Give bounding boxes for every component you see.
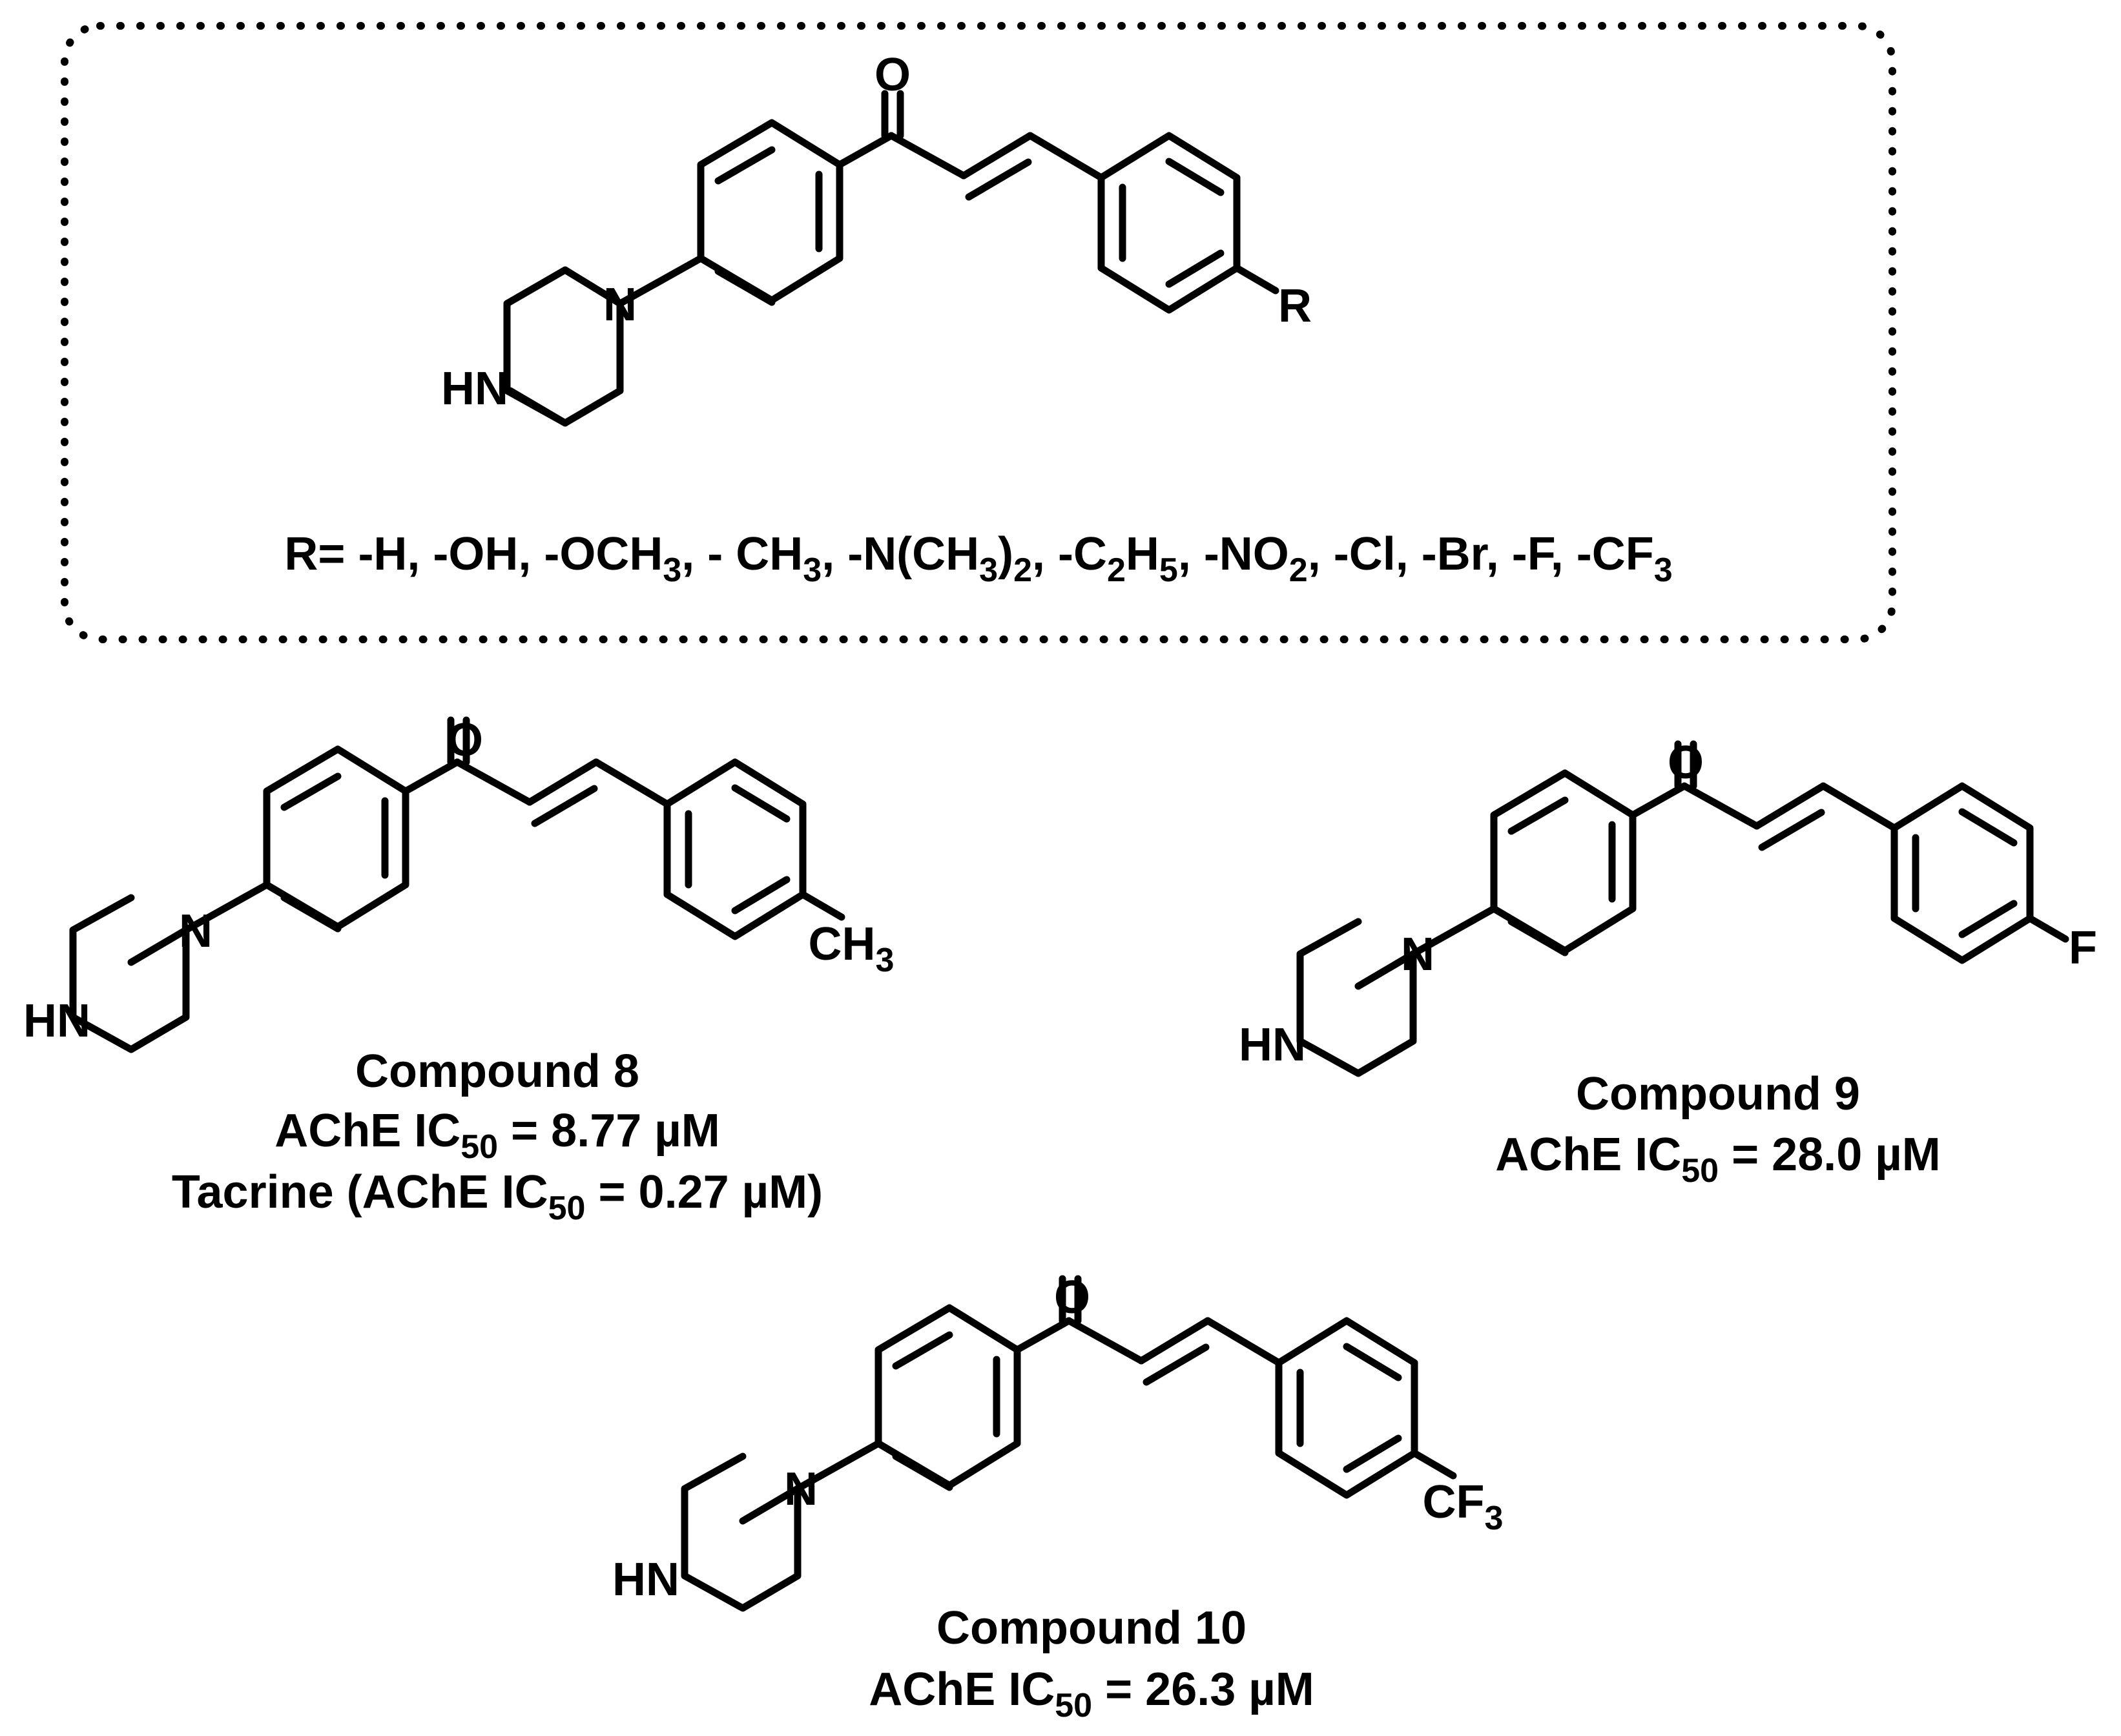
compound-10-activity: AChE IC50 = 26.3 µM bbox=[869, 1664, 1314, 1724]
compound-9-carbonyl-oxygen: O bbox=[1668, 737, 1704, 789]
compound-10-name: Compound 10 bbox=[936, 1602, 1247, 1654]
aryl-r-bond bbox=[1233, 264, 1279, 294]
compound-8-amine-nh: HN bbox=[23, 995, 90, 1047]
compound-9-activity: AChE IC50 = 28.0 µM bbox=[1495, 1129, 1941, 1190]
compound-8-activity: AChE IC50 = 8.77 µM bbox=[274, 1105, 720, 1166]
r-group-list: R= -H, -OH, -OCH3, - CH3, -N(CH3)2, -C2H… bbox=[284, 528, 1672, 589]
scaffold-amine-nh: HN bbox=[441, 363, 508, 415]
compound-9-amine-nh: HN bbox=[1239, 1019, 1306, 1071]
compound-9-amine-n: N bbox=[1401, 929, 1434, 980]
scaffold-carbonyl-oxygen: O bbox=[874, 49, 911, 101]
compound-8-structure bbox=[73, 720, 845, 1049]
compound-10-amine-nh: HN bbox=[612, 1554, 679, 1606]
scaffold-structure bbox=[503, 90, 1279, 427]
alkene-bond bbox=[960, 132, 1034, 180]
compound-8-name: Compound 8 bbox=[355, 1046, 639, 1097]
scaffold-amine-n: N bbox=[603, 279, 637, 331]
compound-8-methyl: CH3 bbox=[809, 918, 895, 979]
compound-10-amine-n: N bbox=[784, 1463, 818, 1515]
compound-9-fluorine: F bbox=[2069, 922, 2097, 974]
compound-10-trifluoromethyl: CF3 bbox=[1423, 1476, 1504, 1537]
scaffold-frame bbox=[61, 22, 1896, 643]
aryl-carbonyl-bond bbox=[836, 132, 895, 169]
compound-8-amine-n: N bbox=[179, 905, 212, 957]
scaffold-r-label: R bbox=[1278, 280, 1312, 332]
n-aryl-bond bbox=[616, 254, 705, 307]
compound-10-structure bbox=[685, 1279, 1457, 1608]
compound-9-name: Compound 9 bbox=[1576, 1068, 1860, 1120]
compound-8-carbonyl-oxygen: O bbox=[447, 714, 483, 766]
compound-8-reference: Tacrine (AChE IC50 = 0.27 µM) bbox=[172, 1166, 823, 1227]
compound-10-carbonyl-oxygen: O bbox=[1054, 1272, 1090, 1323]
compound-9-structure bbox=[1300, 744, 2069, 1073]
